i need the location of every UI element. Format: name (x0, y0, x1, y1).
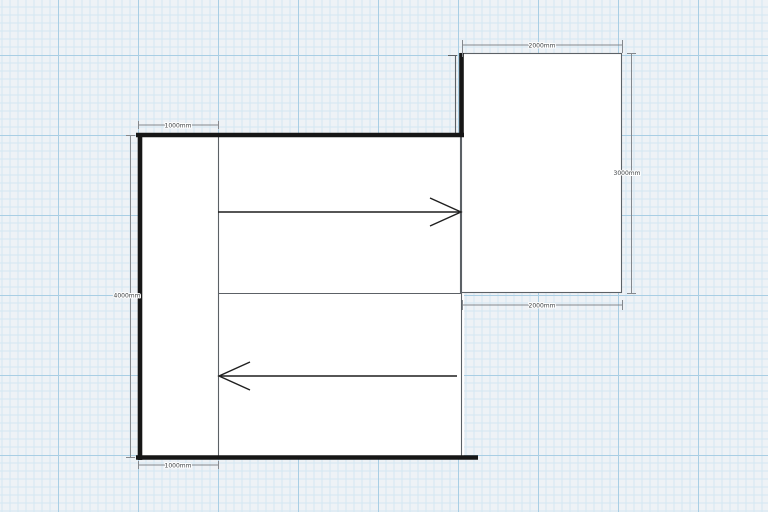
dimension-left-line[interactable] (126, 135, 135, 458)
thin-edges[interactable] (217, 52, 623, 458)
dimension-labels: 1000mm 2000mm 3000mm 2000mm 4000mm 1000m… (113, 42, 642, 471)
dimension-top-left-label: 1000mm (165, 123, 192, 130)
upper-right-room-outline[interactable] (459, 52, 623, 294)
dimension-top-left-line[interactable] (138, 121, 219, 129)
dimension-right-line[interactable] (627, 53, 636, 294)
flow-arrow-right-head-icon (429, 197, 463, 227)
upper-right-room-fill[interactable] (460, 53, 622, 293)
dimension-middle-right-label: 2000mm (529, 303, 556, 310)
main-room-fill[interactable] (138, 133, 464, 459)
dimension-top-right-label: 2000mm (529, 43, 556, 50)
dimension-top-right-line[interactable] (462, 40, 623, 57)
dimension-right-label: 3000mm (614, 170, 641, 177)
dimension-middle-right-line[interactable] (462, 300, 623, 310)
dimension-bottom-line[interactable] (138, 461, 219, 469)
dimension-bottom-label: 1000mm (165, 463, 192, 470)
flow-arrow-right[interactable] (218, 197, 463, 227)
wall-extension-line[interactable] (448, 54, 457, 133)
dimension-left-label: 4000mm (114, 293, 141, 300)
flow-arrows[interactable] (217, 197, 463, 391)
flow-arrow-left-head-icon (217, 361, 251, 391)
walls[interactable] (136, 53, 478, 460)
dimension-lines[interactable] (126, 40, 636, 469)
flow-arrow-left[interactable] (217, 361, 457, 391)
room-fills[interactable] (138, 53, 622, 459)
